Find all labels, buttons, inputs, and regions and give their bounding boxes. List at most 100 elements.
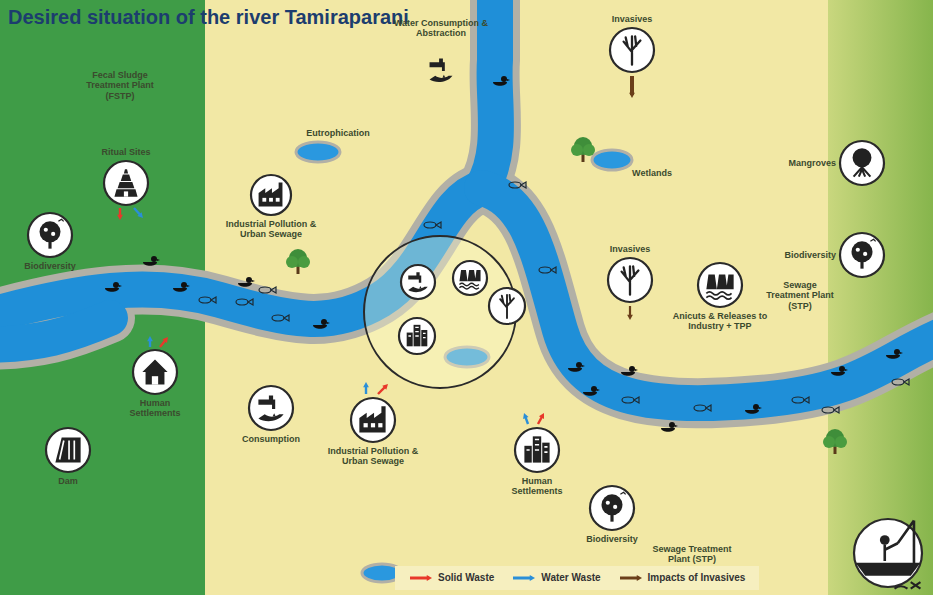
icon-node: Human Settlements: [120, 348, 190, 419]
illustration-path: [885, 521, 914, 570]
map-label: Fecal Sludge Treatment Plant (FSTP): [75, 70, 165, 101]
illustration-path: [248, 299, 253, 305]
illustration-g: [621, 366, 638, 376]
illustration-circle: [249, 386, 293, 430]
illustration-g: [500, 295, 514, 318]
illustration-ellipse: [424, 222, 436, 228]
illustration-path: [258, 395, 275, 409]
illustration-g: [568, 362, 585, 372]
decorations: [105, 59, 922, 589]
map-label: Sewage Treatment Plant (STP): [652, 544, 732, 565]
illustration-circle: [515, 428, 559, 472]
illustration-circle: [321, 319, 327, 325]
illustration-g: [583, 386, 600, 396]
icon-node: Industrial Pollution & Urban Sewage: [318, 396, 428, 467]
illustration-line: [630, 76, 634, 95]
icon-circle: [349, 396, 397, 444]
illustration-path: [500, 295, 514, 318]
legend-entry: Solid Waste: [409, 572, 494, 584]
illustration-ellipse: [822, 407, 834, 413]
illustration-circle: [880, 535, 890, 545]
illustration-path: [238, 283, 252, 287]
illustration-path: [284, 315, 289, 321]
map-label: Wetlands: [622, 168, 682, 178]
illustration-g: [408, 272, 427, 292]
illustration-ellipse: [236, 299, 248, 305]
illustration-g: [856, 521, 921, 589]
node-label: Industrial Pollution & Urban Sewage: [216, 219, 326, 240]
illustration-rect: [276, 198, 280, 202]
legend-label: Impacts of Invasives: [648, 572, 746, 584]
illustration-g: [359, 406, 385, 432]
node-label: Industrial Pollution & Urban Sewage: [318, 446, 428, 467]
illustration-circle: [753, 404, 759, 410]
illustration-g: [259, 183, 283, 207]
illustration-ellipse: [539, 267, 551, 273]
illustration-path: [706, 292, 731, 299]
illustration-path: [157, 259, 160, 261]
illustration-circle: [298, 256, 310, 268]
illustration-circle: [351, 398, 395, 442]
illustration-g: [259, 287, 276, 293]
illustration-path: [55, 437, 80, 462]
illustration-ellipse: [892, 379, 904, 385]
illustration-circle: [698, 263, 742, 307]
illustration-rect: [124, 191, 128, 196]
illustration-g: [199, 297, 216, 303]
illustration-ellipse: [792, 397, 804, 403]
illustration-path: [436, 222, 441, 228]
illustration-path: [624, 36, 641, 64]
illustration-g: [706, 275, 733, 300]
icon-circle: [249, 173, 293, 217]
illustration-path: [634, 397, 639, 403]
illustration-path: [482, 0, 496, 188]
illustration-path: [459, 270, 480, 281]
illustration-g: [424, 222, 441, 228]
illustration-rect: [152, 376, 158, 384]
illustration-circle: [823, 436, 835, 448]
illustration-g: [143, 256, 160, 266]
illustration-path: [706, 275, 733, 290]
node-label: Ritual Sites: [102, 147, 151, 157]
node-label: Invasives: [612, 14, 653, 24]
illustration-g: [142, 359, 167, 384]
illustration-g: [258, 395, 283, 421]
illustration-circle: [856, 248, 860, 252]
node-label: Human Settlements: [502, 476, 572, 497]
illustration-path: [252, 280, 255, 282]
illustration-path: [493, 82, 507, 86]
node-label: Biodiversity: [24, 261, 76, 271]
illustration-g: [745, 404, 762, 414]
node-label: Dam: [58, 476, 78, 486]
icon-circle: [606, 256, 654, 304]
illustration-circle: [401, 265, 435, 299]
map-label: Water Consumption & Abstraction: [386, 18, 496, 39]
illustration-path: [482, 0, 496, 188]
illustration-g: [831, 366, 848, 376]
illustration-circle: [840, 233, 884, 277]
legend-label: Water Waste: [541, 572, 600, 584]
illustration-g: [430, 59, 453, 83]
illustration-g: [792, 397, 809, 403]
illustration-circle: [590, 486, 634, 530]
icon-circle: [588, 484, 636, 532]
illustration-circle: [852, 241, 873, 262]
illustration-g: [622, 266, 639, 294]
illustration-path: [759, 407, 762, 409]
illustration-path: [117, 215, 123, 220]
icon-node: Dam: [44, 426, 92, 486]
illustration-circle: [453, 261, 487, 295]
illustration-g: [539, 267, 556, 273]
icon-node: Human Settlements: [502, 426, 572, 497]
illustration-path: [162, 337, 168, 343]
icon-node: Invasives: [608, 14, 656, 74]
illustration-g: [236, 299, 253, 305]
illustration-path: [804, 397, 809, 403]
river: [0, 0, 933, 403]
illustration-path: [408, 327, 425, 337]
illustration-path: [147, 336, 153, 341]
illustration-rect: [364, 423, 368, 427]
icon-node: Mangroves: [788, 139, 886, 187]
legend-entry: Water Waste: [512, 572, 600, 584]
illustration-circle: [894, 349, 900, 355]
